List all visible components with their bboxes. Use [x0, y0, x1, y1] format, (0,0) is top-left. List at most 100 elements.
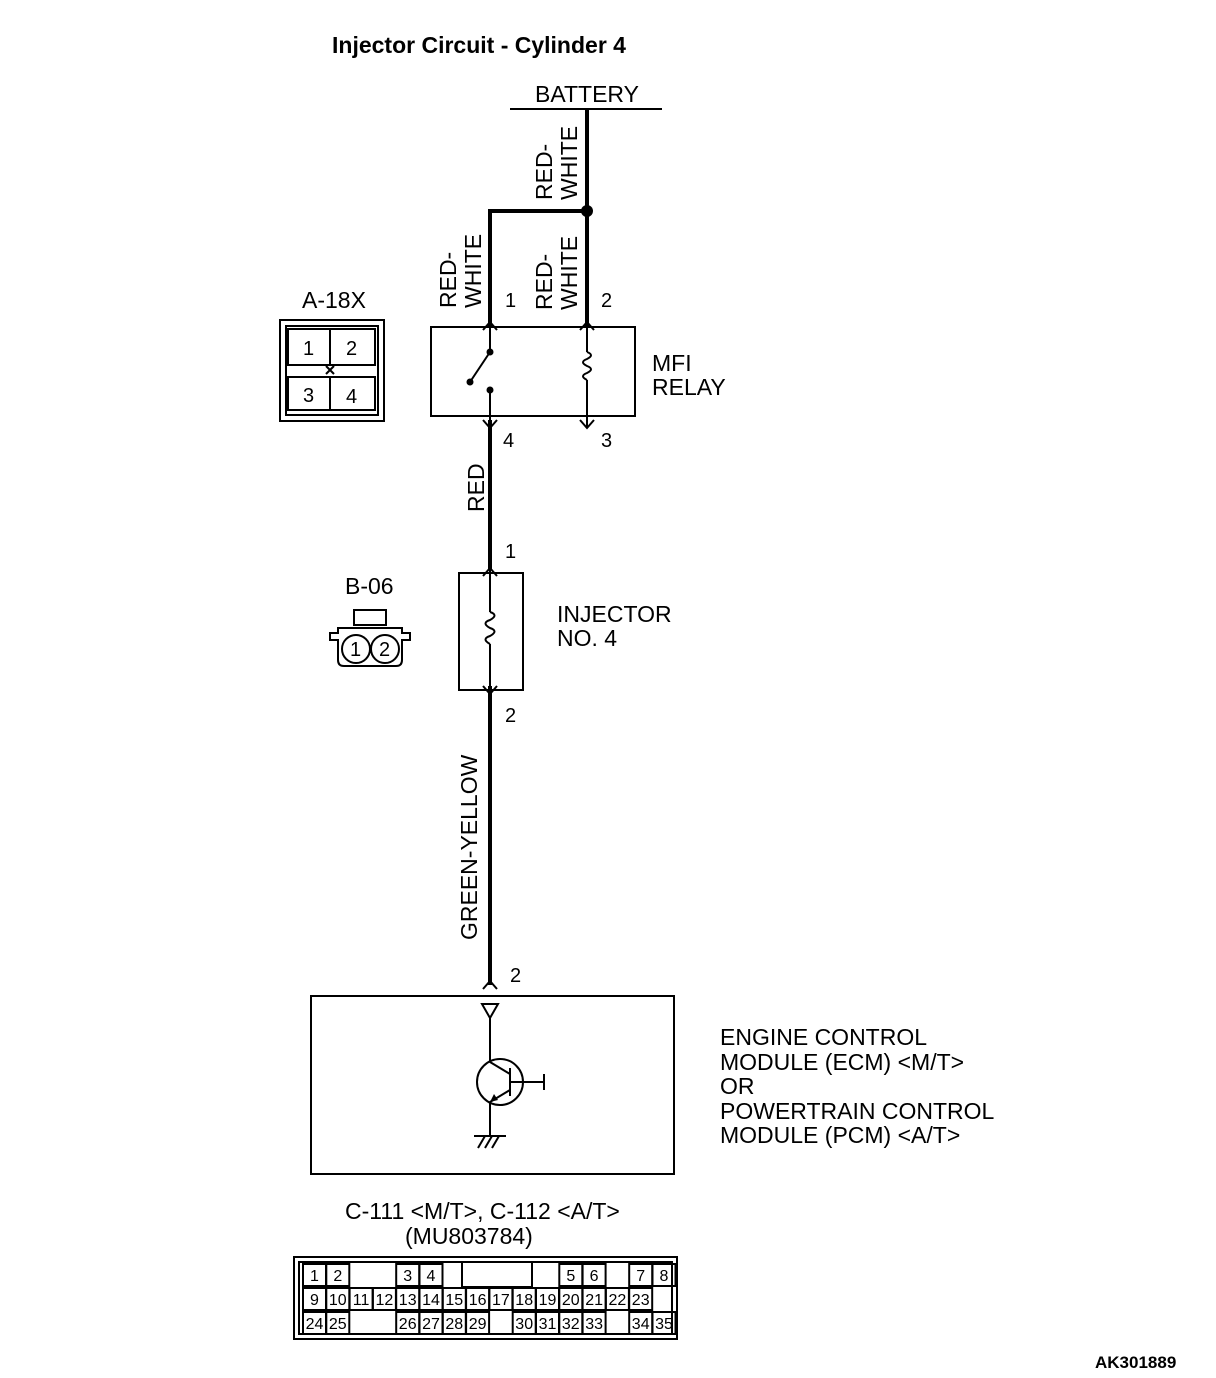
- injector-pin2-number: 2: [505, 705, 516, 727]
- figure-id: AK301889: [1095, 1353, 1176, 1372]
- injector-connector-cell: 2: [379, 639, 390, 661]
- green-yellow-wire-label: GREEN-YELLOW: [456, 754, 482, 940]
- relay-switch-contact: [466, 322, 494, 428]
- ecm-connector-cell: 9: [310, 1292, 319, 1309]
- diagram-title: Injector Circuit - Cylinder 4: [332, 32, 626, 58]
- relay-pin2-wire-label: RED- WHITE: [531, 236, 582, 310]
- ecm-connector-cell-box: [465, 1311, 491, 1335]
- svg-text:RED-: RED-: [531, 144, 557, 200]
- relay-pin4-number: 4: [503, 430, 514, 452]
- ecm-connector-cell: 1: [310, 1268, 319, 1285]
- ecm-connector-cell: 28: [445, 1316, 463, 1333]
- ecm-connector-cell-box: [325, 1311, 351, 1335]
- ecm-connector-cell: 17: [492, 1292, 510, 1309]
- injector-connector-cell: 1: [350, 639, 361, 661]
- svg-text:WHITE: WHITE: [556, 236, 582, 310]
- ecm-connector-cell: 32: [562, 1316, 580, 1333]
- ecm-connector-cell: 19: [539, 1292, 557, 1309]
- relay-connector-face: [279, 319, 385, 422]
- relay-connector-cell: 3: [303, 385, 314, 407]
- ecm-connector-ref: C-111 <M/T>, C-112 <A/T>: [345, 1198, 620, 1224]
- relay-pin3-number: 3: [601, 430, 612, 452]
- ecm-connector-cell: 35: [655, 1316, 673, 1333]
- ecm-label-line: OR: [720, 1073, 755, 1099]
- ecm-label-line: ENGINE CONTROL: [720, 1024, 927, 1050]
- ecm-connector-cell: 6: [590, 1268, 599, 1285]
- ecm-connector-cell-box: [581, 1263, 607, 1287]
- relay-pin1-number: 1: [505, 290, 516, 312]
- ecm-connector-cell: 31: [539, 1316, 557, 1333]
- battery-label: BATTERY: [535, 81, 639, 107]
- ecm-connector-cell: 2: [333, 1268, 342, 1285]
- ecm-connector-cell: 11: [353, 1292, 370, 1309]
- ecm-connector-cell: 3: [403, 1268, 412, 1285]
- ecm-connector-cell: 29: [469, 1316, 487, 1333]
- mfi-relay-label-line1: MFI: [652, 350, 692, 376]
- ecm-connector-cell: 34: [632, 1316, 650, 1333]
- injector-pin1-number: 1: [505, 541, 516, 563]
- relay-connector-cell: 1: [303, 338, 314, 360]
- ecm-connector-cell: 5: [566, 1268, 575, 1285]
- ecm-connector-cell: 16: [469, 1292, 487, 1309]
- svg-text:WHITE: WHITE: [556, 126, 582, 200]
- ecm-driver-transistor: [474, 1003, 545, 1149]
- svg-text:RED: RED: [463, 463, 489, 512]
- ecm-connector-cell: 30: [515, 1316, 533, 1333]
- ecm-connector-cell: 7: [636, 1268, 645, 1285]
- relay-coil: [582, 322, 592, 428]
- ecm-connector-cell: 22: [609, 1292, 627, 1309]
- ecm-connector-cell-box: [651, 1263, 677, 1287]
- ecm-connector-cell: 14: [422, 1292, 440, 1309]
- ecm-connector-cell-box: [325, 1263, 351, 1287]
- ecm-connector-cell: 33: [585, 1316, 603, 1333]
- ecm-box: [310, 995, 675, 1175]
- ecm-label-line: POWERTRAIN CONTROL: [720, 1098, 995, 1124]
- svg-text:WHITE: WHITE: [460, 234, 486, 308]
- mfi-relay-box: [430, 326, 636, 417]
- injector-label-line2: NO. 4: [557, 625, 617, 651]
- relay-connector-ref: A-18X: [302, 287, 366, 313]
- ecm-pin-number: 2: [510, 965, 521, 987]
- ecm-connector-cell-box: [651, 1311, 677, 1335]
- ecm-connector-cell: 15: [445, 1292, 463, 1309]
- relay-connector-cell: 2: [346, 338, 357, 360]
- injector-connector-ref: B-06: [345, 573, 394, 599]
- ecm-connector-part-number: (MU803784): [405, 1223, 533, 1249]
- ecm-connector-cell: 13: [399, 1292, 417, 1309]
- ecm-connector-cell: 23: [632, 1292, 650, 1309]
- ecm-connector-cell-box: [628, 1287, 654, 1311]
- ecm-connector-cell: 21: [585, 1292, 603, 1309]
- relay-pin1-wire: [488, 209, 587, 326]
- relay-pin2-number: 2: [601, 290, 612, 312]
- ecm-connector-cell: 24: [306, 1316, 324, 1333]
- ecm-connector-cell: 4: [427, 1268, 436, 1285]
- ecm-connector-cell: 27: [422, 1316, 440, 1333]
- ecm-connector-cell-box: [418, 1263, 444, 1287]
- mfi-relay-label-line2: RELAY: [652, 374, 726, 400]
- injector-coil: [484, 568, 496, 694]
- svg-text:RED-: RED-: [435, 252, 461, 308]
- ecm-connector-key: [461, 1261, 533, 1288]
- ecm-label-line: MODULE (ECM) <M/T>: [720, 1049, 964, 1075]
- svg-text:RED-: RED-: [531, 254, 557, 310]
- ecm-connector-cell: 10: [329, 1292, 347, 1309]
- injector-label-line1: INJECTOR: [557, 601, 672, 627]
- ecm-connector-cell: 12: [376, 1292, 394, 1309]
- ecm-connector-cell: 18: [515, 1292, 533, 1309]
- red-wire-label: RED: [463, 463, 489, 512]
- ecm-label-line: MODULE (PCM) <A/T>: [720, 1122, 960, 1148]
- injector-connector-face: [329, 609, 411, 667]
- svg-text:GREEN-YELLOW: GREEN-YELLOW: [456, 754, 482, 940]
- relay-pin1-wire-label: RED- WHITE: [435, 234, 486, 308]
- battery-wire-label: RED- WHITE: [531, 126, 582, 200]
- ecm-connector-face: [293, 1256, 678, 1340]
- ecm-pin2-terminal: [482, 979, 498, 990]
- ecm-connector-cell-box: [581, 1311, 607, 1335]
- ecm-connector-cell: 8: [660, 1268, 669, 1285]
- ecm-connector-cell: 20: [562, 1292, 580, 1309]
- ecm-connector-cell: 26: [399, 1316, 417, 1333]
- ecm-connector-cell: 25: [329, 1316, 347, 1333]
- relay-connector-cell: 4: [346, 386, 357, 408]
